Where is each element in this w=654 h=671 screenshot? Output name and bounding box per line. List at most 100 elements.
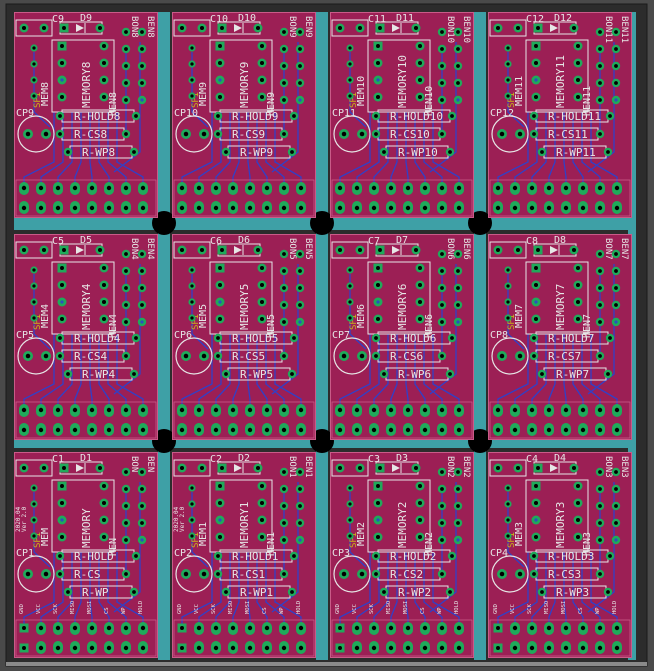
resistor-hold-pad <box>447 333 457 343</box>
header-pad <box>453 266 463 276</box>
pad-hole <box>255 247 261 253</box>
memory-label: MEMORY1 <box>238 502 251 548</box>
capacitor-pad <box>39 463 49 473</box>
resistor-wp-pad <box>221 147 231 157</box>
resistor-wp-pad <box>603 369 613 379</box>
header-pad <box>295 300 305 310</box>
capacitor-label: C5 <box>52 236 64 247</box>
resistor-hold-pad <box>529 333 539 343</box>
pad-hole <box>376 266 380 270</box>
header-pad <box>611 283 621 293</box>
cp-label: CP12 <box>490 108 514 119</box>
resistor-wp-pad <box>63 369 73 379</box>
via-hole <box>140 98 144 102</box>
pad-hole <box>66 372 70 376</box>
pad-hole <box>536 248 540 252</box>
pad-hole <box>230 205 236 211</box>
pad-hole <box>506 518 510 522</box>
cp-pad <box>41 351 51 361</box>
pad-hole <box>199 247 205 253</box>
bon-label: BON <box>129 456 139 472</box>
pad-hole <box>298 205 304 211</box>
side-pad <box>504 500 512 508</box>
pad-hole <box>213 407 219 413</box>
pad-hole <box>354 407 360 413</box>
pad-hole <box>499 353 505 359</box>
side-pad <box>188 314 196 322</box>
pad-hole <box>72 427 78 433</box>
pad-hole <box>532 336 536 340</box>
diode-symbol <box>392 246 400 254</box>
resistor-cs-label: R-CS7 <box>548 350 581 363</box>
pad-hole <box>298 252 302 256</box>
pad-hole <box>357 247 363 253</box>
side-pad <box>504 60 512 68</box>
pad-hole <box>417 500 423 506</box>
via <box>532 76 540 84</box>
via-hole <box>60 78 64 82</box>
pad-hole <box>32 486 36 490</box>
pad-hole <box>124 47 128 51</box>
diode-label: D9 <box>80 13 92 24</box>
pad-hole <box>495 407 501 413</box>
cp-pad <box>515 351 525 361</box>
pad-hole <box>134 114 138 118</box>
pad-hole <box>517 571 523 577</box>
chip-pad <box>531 314 541 324</box>
square-pad <box>335 643 345 653</box>
header-pad <box>437 484 447 494</box>
square-pad <box>217 23 227 33</box>
pad-hole <box>456 81 460 85</box>
pin-label: MISO <box>544 601 550 614</box>
header-pad <box>137 61 147 71</box>
resistor-hold-label: R-HOLD4 <box>74 332 121 345</box>
resistor-hold-label: R-HOLD <box>74 550 114 563</box>
ben-label: BEN1 <box>303 456 313 478</box>
pad-hole <box>298 185 304 191</box>
hen-label: HEN3 <box>582 532 593 556</box>
pad-hole <box>106 645 112 651</box>
pad-hole <box>512 625 518 631</box>
via-hole <box>614 538 618 542</box>
pad-hole <box>59 316 65 322</box>
via <box>296 318 304 326</box>
pad-hole <box>598 47 602 51</box>
pad-hole <box>140 269 144 273</box>
pad-hole <box>282 504 286 508</box>
pad-hole <box>371 625 377 631</box>
pad-hole <box>38 407 44 413</box>
pad-hole <box>571 247 577 253</box>
via <box>216 298 224 306</box>
pad-hole <box>359 353 365 359</box>
pad-hole <box>598 81 602 85</box>
capacitor-pad <box>355 463 365 473</box>
header-pad <box>137 518 147 528</box>
capacitor-outline <box>331 459 369 477</box>
bon-label: BON4 <box>129 238 139 260</box>
resistor-hold-pad <box>55 551 65 561</box>
pad-hole <box>598 354 602 358</box>
square-pad <box>217 245 227 255</box>
resistor-hold-pad <box>289 551 299 561</box>
pad-hole <box>140 645 146 651</box>
pad-hole <box>292 114 296 118</box>
chip-pad <box>57 280 67 290</box>
bottom-header-outline <box>331 401 473 439</box>
pad-hole <box>32 534 36 538</box>
pad-hole <box>499 131 505 137</box>
pad-hole <box>440 538 444 542</box>
via-hole <box>376 78 380 82</box>
pad-hole <box>456 30 460 34</box>
square-pad <box>59 245 69 255</box>
header-pad <box>437 44 447 54</box>
pad-hole <box>196 427 202 433</box>
side-pad <box>346 282 354 290</box>
pad-hole <box>614 645 620 651</box>
pad-hole <box>439 625 445 631</box>
pad-hole <box>264 625 270 631</box>
pad-hole <box>217 316 223 322</box>
pad-hole <box>298 47 302 51</box>
pad-hole <box>282 47 286 51</box>
